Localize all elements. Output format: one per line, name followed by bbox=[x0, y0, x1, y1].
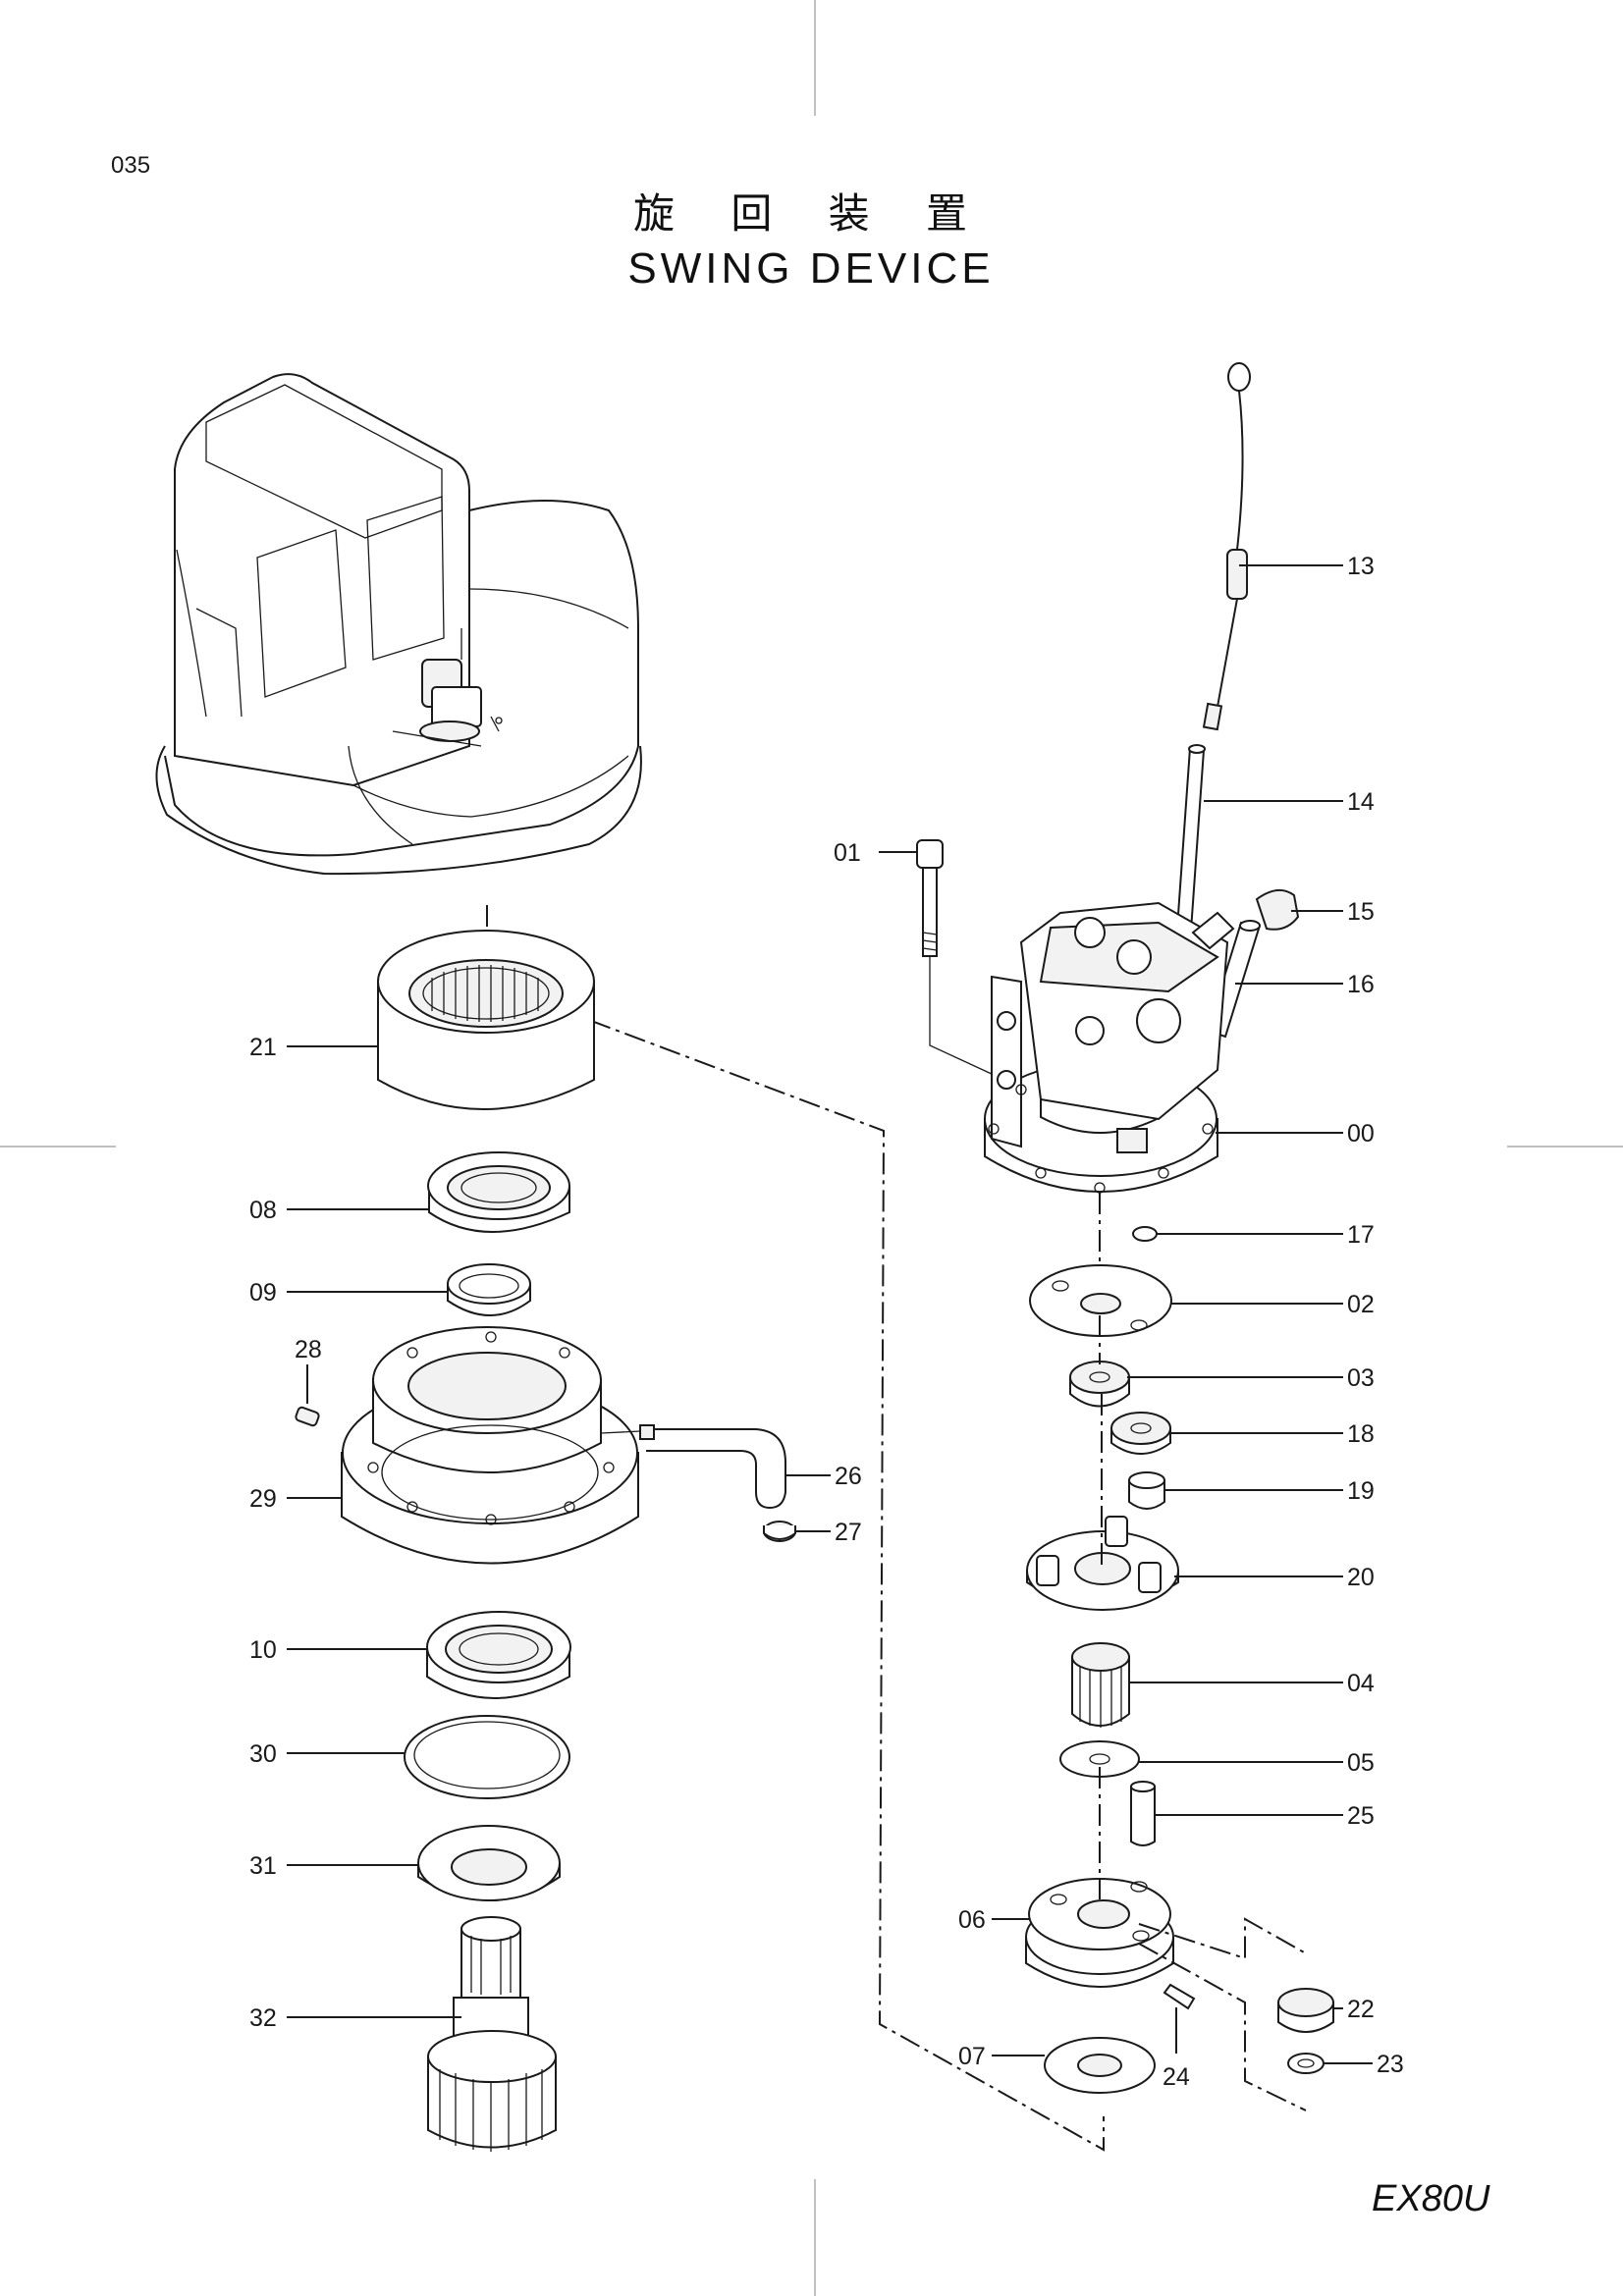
part-26-pipe bbox=[600, 1424, 786, 1510]
part-label-16: 16 bbox=[1347, 971, 1375, 998]
leader-lines bbox=[287, 564, 1373, 2064]
assembly-line-left bbox=[486, 905, 1105, 2152]
part-25-pin bbox=[1130, 1781, 1156, 1846]
part-label-10: 10 bbox=[249, 1636, 277, 1664]
part-31-seal bbox=[417, 1825, 561, 1901]
part-label-17: 17 bbox=[1347, 1221, 1375, 1249]
part-24-pin bbox=[1163, 1983, 1196, 2010]
part-label-15: 15 bbox=[1347, 898, 1375, 926]
part-label-23: 23 bbox=[1377, 2051, 1404, 2078]
part-label-09: 09 bbox=[249, 1279, 277, 1307]
part-07-plate bbox=[1044, 2037, 1156, 2094]
part-29-housing bbox=[341, 1326, 639, 1565]
part-15-cap bbox=[1255, 888, 1300, 931]
part-label-05: 05 bbox=[1347, 1749, 1375, 1777]
title-japanese: 旋 回 装 置 bbox=[633, 189, 989, 238]
part-label-31: 31 bbox=[249, 1852, 277, 1880]
part-label-22: 22 bbox=[1347, 1996, 1375, 2023]
part-label-01: 01 bbox=[834, 839, 861, 867]
part-label-18: 18 bbox=[1347, 1420, 1375, 1448]
part-label-07: 07 bbox=[958, 2043, 986, 2070]
part-06-carrier bbox=[1025, 1878, 1174, 1988]
part-label-20: 20 bbox=[1347, 1564, 1375, 1591]
part-13-dipstick bbox=[1202, 362, 1251, 731]
part-label-28: 28 bbox=[295, 1336, 322, 1363]
part-32-pinion-shaft bbox=[427, 1916, 557, 2152]
part-label-32: 32 bbox=[249, 2004, 277, 2032]
excavator-location-view bbox=[155, 373, 642, 876]
part-03-gear bbox=[1069, 1361, 1130, 1408]
page-number: 035 bbox=[111, 152, 150, 179]
part-label-24: 24 bbox=[1163, 2063, 1190, 2091]
part-label-14: 14 bbox=[1347, 788, 1375, 816]
model-name: EX80U bbox=[1372, 2178, 1490, 2219]
part-label-08: 08 bbox=[249, 1197, 277, 1224]
part-labels: 13 14 01 15 16 21 00 08 17 09 02 28 03 1… bbox=[249, 553, 1404, 2091]
part-28-plug bbox=[295, 1406, 320, 1427]
part-label-02: 02 bbox=[1347, 1291, 1375, 1318]
part-19-bushing bbox=[1128, 1471, 1165, 1510]
part-label-13: 13 bbox=[1347, 553, 1375, 580]
part-21-ring-gear bbox=[377, 930, 595, 1110]
part-label-04: 04 bbox=[1347, 1670, 1375, 1697]
part-09-seal bbox=[447, 1263, 531, 1316]
part-label-26: 26 bbox=[835, 1463, 862, 1490]
part-label-06: 06 bbox=[958, 1906, 986, 1934]
part-22-23-subassembly bbox=[1138, 1917, 1334, 2111]
part-20-carrier bbox=[1026, 1516, 1179, 1611]
part-18-gear bbox=[1110, 1412, 1171, 1455]
part-label-30: 30 bbox=[249, 1740, 277, 1768]
part-label-00: 00 bbox=[1347, 1120, 1375, 1148]
part-08-bearing bbox=[427, 1151, 570, 1233]
part-01-bolt bbox=[916, 839, 995, 1076]
part-00-swing-motor bbox=[984, 901, 1235, 1194]
part-label-21: 21 bbox=[249, 1034, 277, 1061]
part-17-o-ring bbox=[1132, 1226, 1158, 1242]
part-label-25: 25 bbox=[1347, 1802, 1375, 1830]
part-30-ring bbox=[404, 1715, 570, 1799]
part-10-bearing bbox=[426, 1611, 571, 1699]
bolt-leader bbox=[929, 957, 995, 1076]
title-english: SWING DEVICE bbox=[627, 244, 994, 293]
part-27-cap bbox=[763, 1521, 796, 1542]
part-label-27: 27 bbox=[835, 1519, 862, 1546]
part-label-19: 19 bbox=[1347, 1477, 1375, 1505]
part-14-tube bbox=[1174, 744, 1206, 946]
part-label-29: 29 bbox=[249, 1485, 277, 1513]
part-label-03: 03 bbox=[1347, 1364, 1375, 1392]
part-04-sun-gear bbox=[1071, 1642, 1130, 1728]
